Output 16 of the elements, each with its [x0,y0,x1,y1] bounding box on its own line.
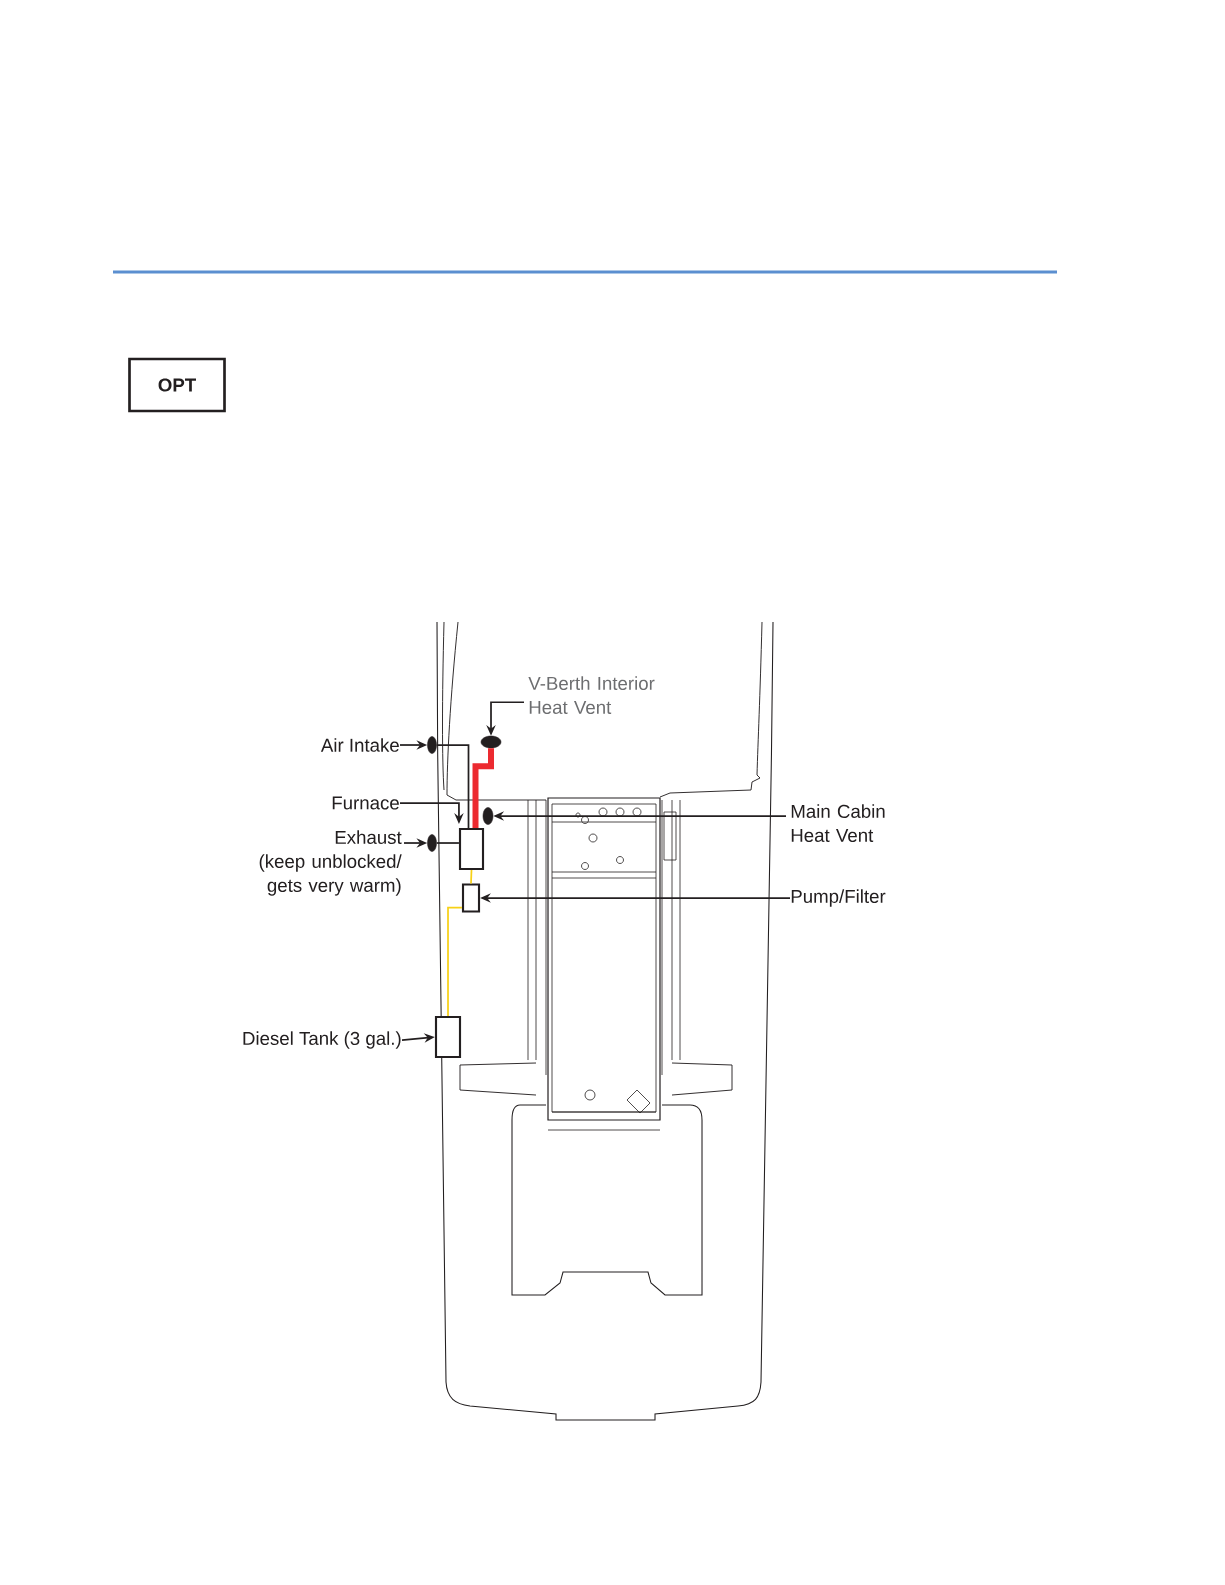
pipe-line [470,869,473,885]
pipe-line [447,906,463,1017]
callout-label: Furnace [332,796,399,810]
component-box [461,883,481,913]
component-box [458,827,485,871]
callout-label: Exhaust (keep unblocked/ gets very warm) [259,830,402,896]
pipe-line [472,748,494,828]
callout-label: Pump/Filter [791,889,886,907]
pipe-line [435,842,460,844]
callout-label: Diesel Tank (3 gal.) [243,1031,401,1049]
callout-label: Air Intake [320,738,399,752]
option-badge: OPT [128,357,226,413]
component-box [434,1015,462,1059]
pipe-line [435,744,470,829]
callout-label: V-Berth Interior Heat Vent [528,676,655,714]
callout-label: Main Cabin Heat Vent [791,804,885,842]
